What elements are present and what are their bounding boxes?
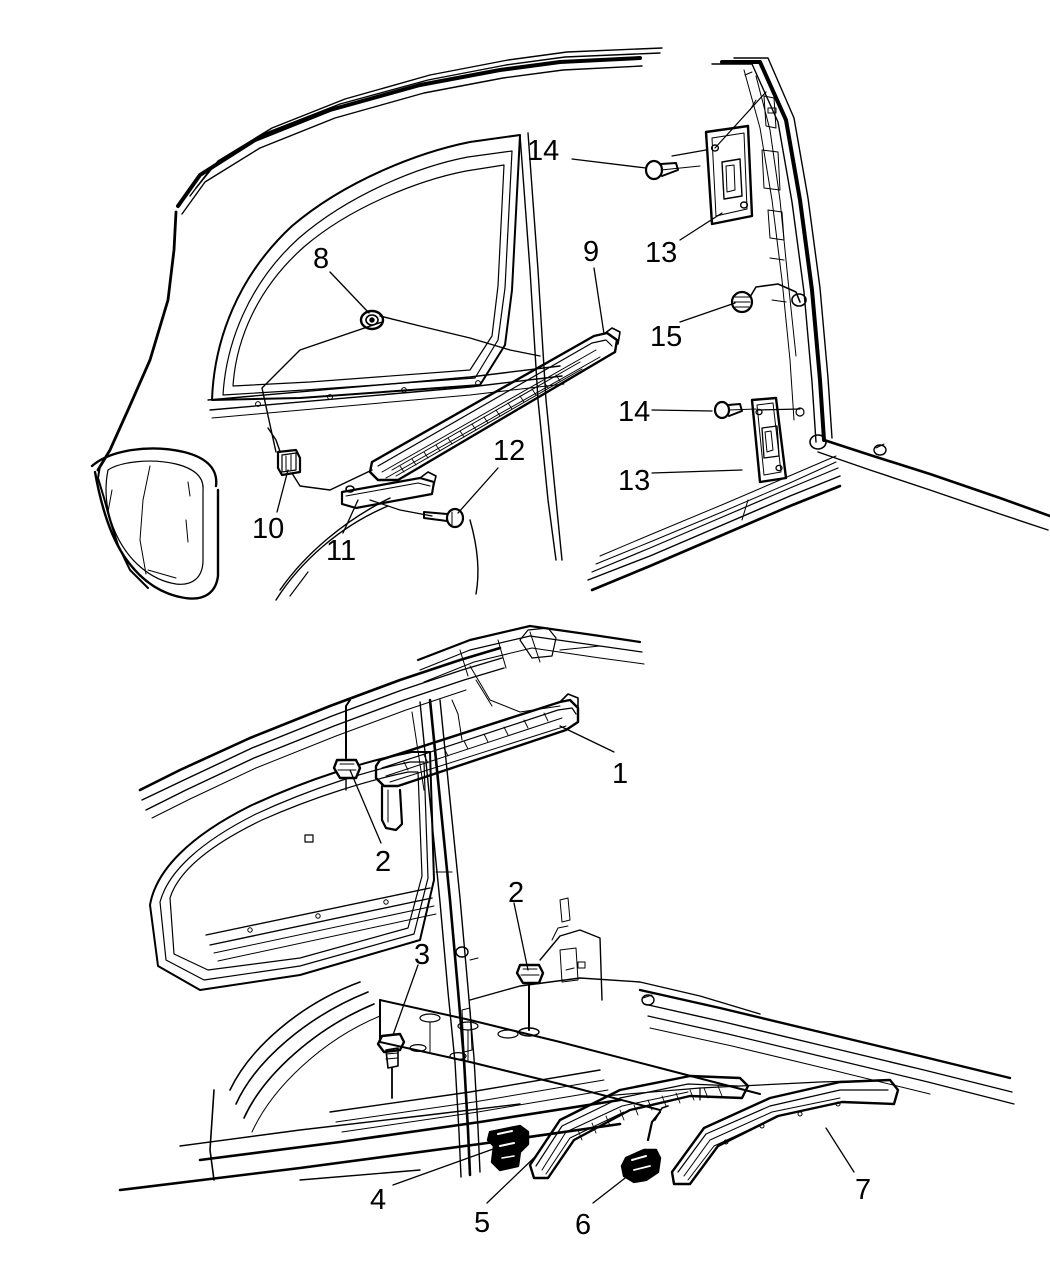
callout-label-9: 9 bbox=[583, 236, 600, 268]
upper-view-body bbox=[90, 47, 1050, 601]
callout-label-5: 5 bbox=[474, 1207, 491, 1239]
part-10-clip bbox=[276, 448, 302, 477]
callout-label-6: 6 bbox=[575, 1209, 592, 1241]
part-7-sill-plate bbox=[670, 1078, 900, 1186]
callout-label-10: 10 bbox=[252, 513, 285, 545]
part-2-upper-clip bbox=[332, 699, 362, 791]
part-9-moulding bbox=[368, 327, 621, 482]
part-3-bolt bbox=[376, 1032, 406, 1099]
part-5-sill-plate bbox=[528, 1074, 750, 1180]
callout-label-14-upper: 14 bbox=[527, 135, 560, 167]
callout-label-4: 4 bbox=[370, 1184, 387, 1216]
part-8-grommet bbox=[359, 309, 385, 331]
callout-label-15: 15 bbox=[650, 321, 683, 353]
callout-label-11: 11 bbox=[326, 535, 357, 567]
part-14-lower-bolt bbox=[713, 400, 757, 420]
callout-label-8: 8 bbox=[313, 243, 330, 275]
lower-view-body bbox=[118, 624, 1015, 1192]
part-15-clip bbox=[730, 283, 801, 314]
callout-label-13-lower: 13 bbox=[618, 465, 651, 497]
callout-label-12: 12 bbox=[493, 435, 526, 467]
part-12-pin bbox=[423, 507, 465, 529]
leader-lines bbox=[276, 158, 855, 1204]
part-1-moulding bbox=[374, 693, 580, 832]
callout-label-7: 7 bbox=[855, 1174, 872, 1206]
callout-label-2-lower: 2 bbox=[508, 877, 525, 909]
part-13-lower-plate bbox=[750, 396, 788, 484]
part-4-retainer bbox=[486, 1124, 530, 1172]
part-2-lower-clip bbox=[515, 963, 545, 1037]
part-6-retainer bbox=[620, 1105, 669, 1184]
callout-label-13-upper: 13 bbox=[645, 237, 678, 269]
part-14-upper-bolt bbox=[644, 159, 701, 181]
part-13-upper-plate bbox=[704, 124, 754, 226]
callout-label-1: 1 bbox=[612, 758, 629, 790]
callout-label-3: 3 bbox=[414, 939, 431, 971]
part-11-bracket bbox=[340, 471, 437, 510]
callout-label-2-upper: 2 bbox=[375, 846, 392, 878]
callout-label-14-lower: 14 bbox=[618, 396, 651, 428]
